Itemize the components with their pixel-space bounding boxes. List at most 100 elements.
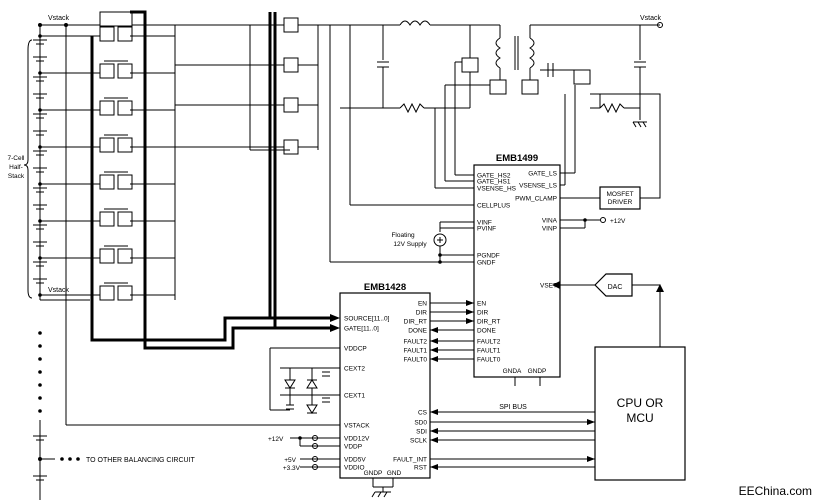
emb1499-pin-label: VINP — [542, 226, 557, 233]
balancing-fet — [99, 63, 115, 79]
emb1499-pin-label: GNDP — [528, 368, 547, 375]
emb1428-pin-label: CEXT2 — [344, 366, 365, 373]
chip-control-lines — [430, 300, 474, 362]
emb1499-pin-label: PWM_CLAMP — [515, 196, 557, 203]
floating-supply-label-2: 12V Supply — [393, 241, 427, 248]
cell-select-fet — [283, 17, 299, 33]
balancing-fet — [99, 174, 115, 190]
vstack-node — [38, 23, 42, 27]
dac-label: DAC — [608, 284, 623, 291]
emb1499-pin-label: PGNDF — [477, 253, 500, 260]
plus12-vina-label: +12V — [610, 218, 626, 225]
balancing-fet — [99, 26, 115, 42]
emb1428-pin-label: FAULT_INT — [393, 457, 427, 464]
emb1428-ground — [371, 478, 394, 498]
supply-connections — [290, 435, 340, 470]
charge-pump-network — [65, 25, 340, 426]
balancing-fet — [99, 100, 115, 116]
emb1499-pin-label: VINA — [542, 218, 558, 225]
cell-stack-label-3: Stack — [8, 173, 25, 180]
flyback-power-stage — [340, 20, 663, 188]
battery-cells — [33, 39, 47, 284]
emb1428-pin-label: FAULT0 — [404, 357, 428, 364]
emb1499-chip — [473, 164, 561, 378]
emb1499-wiring — [329, 25, 606, 386]
emb1499-pin-label: GNDA — [503, 368, 522, 375]
emb1428-pin-label: VDD5V — [344, 457, 366, 464]
emb1428-pin-label: GATE[11..0] — [344, 326, 379, 333]
emb1499-pin-label: DIR — [477, 310, 489, 317]
dac-arrow — [656, 284, 664, 292]
balancing-fet — [117, 248, 133, 264]
to-other-label: TO OTHER BALANCING CIRCUIT — [86, 457, 195, 464]
emb1428-pin-label: VDDCP — [344, 346, 367, 353]
cell-select-fet — [283, 57, 299, 73]
emb1499-pin-label: EN — [477, 301, 486, 308]
emb1499-pin-label: VSET — [540, 283, 557, 290]
emb1428-pin-label: RST — [414, 465, 427, 472]
balancing-fet — [99, 137, 115, 153]
continuation-dots — [38, 331, 80, 461]
emb1499-pin-label: VSENSE_HS — [477, 186, 517, 193]
emb1499-pin-label: VINF — [477, 220, 492, 227]
balancing-fet — [117, 174, 133, 190]
emb1499-pin-label: FAULT0 — [477, 357, 501, 364]
cpu-label-2: MCU — [626, 411, 653, 425]
emb1499-pins: GATE_HS2GATE_HS1VSENSE_HSCELLPLUSVINFPVI… — [477, 171, 558, 376]
cell-stack-label-1: 7-Cell — [8, 155, 26, 162]
emb1428-pin-label: SDI — [416, 429, 427, 436]
emb1428-pin-label: VDDP — [344, 444, 362, 451]
balancing-fet-array — [99, 11, 133, 301]
balancing-fet — [117, 285, 133, 301]
emb1428-pin-label: DIR_RT — [404, 319, 427, 326]
emb1428-pin-label: EN — [418, 301, 427, 308]
emb1428-pin-label: FAULT1 — [404, 348, 428, 355]
emb1428-pin-label: CEXT1 — [344, 393, 365, 400]
balancing-fet — [117, 137, 133, 153]
emb1428-pin-label: SOURCE[11..0] — [344, 316, 390, 323]
watermark: EEChina.com — [739, 484, 812, 498]
emb1428-pin-label: SD0 — [414, 420, 427, 427]
cell-select-fet — [283, 97, 299, 113]
emb1428-pin-label: VSTACK — [344, 423, 370, 430]
emb1499-pin-label: DIR_RT — [477, 319, 500, 326]
balancing-fet — [117, 63, 133, 79]
emb1428-pin-label: GNDP — [364, 470, 383, 477]
balancing-fet — [117, 100, 133, 116]
spi-bus-lines — [430, 409, 595, 470]
emb1428-pin-label: DIR — [416, 310, 428, 317]
emb1428-pin-label: CS — [418, 410, 428, 417]
emb1499-pin-label: GATE_HS1 — [477, 179, 511, 186]
cell-stack-label-2: Half- — [9, 164, 23, 171]
cell-stack-brace — [23, 39, 33, 299]
emb1428-pin-label: FAULT2 — [404, 339, 428, 346]
plus12-vdd-label: +12V — [268, 436, 284, 443]
cell-tap-wires — [38, 34, 175, 297]
emb1499-title: EMB1499 — [496, 153, 538, 164]
cell-stack-wiring — [39, 24, 340, 500]
emb1499-pin-label: VSENSE_LS — [519, 183, 558, 190]
emb1499-pin-label: FAULT2 — [477, 339, 501, 346]
cpu-label-1: CPU OR — [617, 396, 664, 410]
balancing-fet — [99, 285, 115, 301]
emb1499-pin-label: GNDF — [477, 260, 495, 267]
emb1428-pin-label: VDD12V — [344, 436, 370, 443]
emb1428-chip — [339, 292, 431, 479]
floating-supply-label-1: Floating — [391, 232, 415, 239]
emb1499-pin-label: PVINF — [477, 226, 496, 233]
driver-feedback-wire — [590, 93, 661, 199]
emb1428-pin-label: GND — [387, 470, 402, 477]
balancing-fet — [117, 26, 133, 42]
cell-select-fet — [283, 139, 299, 155]
emb1499-pin-label: CELLPLUS — [477, 203, 511, 210]
emb1428-pin-label: DONE — [408, 328, 427, 335]
emb1499-pin-label: DONE — [477, 328, 496, 335]
emb1428-pin-label: SCLK — [410, 438, 428, 445]
mosfet-driver-label-2: DRIVER — [608, 199, 633, 206]
vstack-bottom-label: Vstack — [48, 287, 70, 294]
vstack-left-label: Vstack — [48, 15, 70, 22]
spi-bus-label: SPI BUS — [499, 404, 527, 411]
cell-select-wiring — [174, 25, 331, 300]
emb1499-pin-label: GATE_LS — [528, 171, 557, 178]
